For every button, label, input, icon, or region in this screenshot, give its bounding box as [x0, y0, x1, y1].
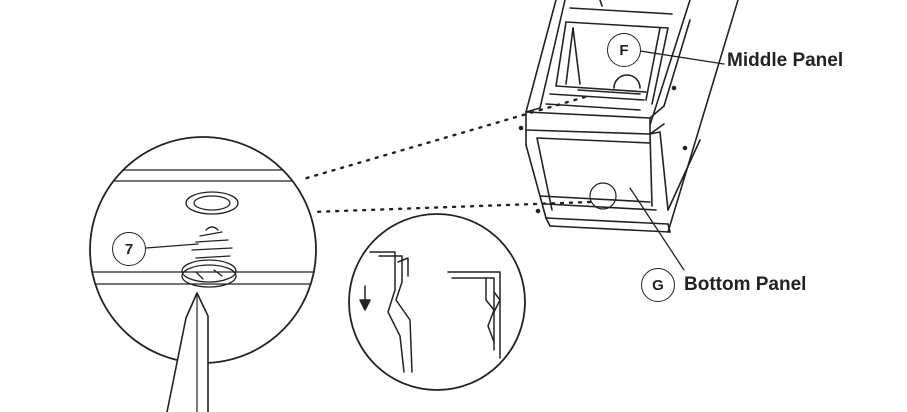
- screw-leader: [145, 243, 199, 249]
- screw-detail-circle: [89, 136, 317, 412]
- bottom-panel-leader: [629, 187, 685, 271]
- callout-f: F: [607, 33, 641, 67]
- cabinet-drawing: [518, 0, 739, 233]
- callout-g: G: [641, 268, 675, 302]
- middle-panel-leader: [633, 49, 725, 65]
- clip-detail-circle: [348, 213, 526, 391]
- callout-screw-7: 7: [112, 232, 146, 266]
- bottom-panel-label: Bottom Panel: [684, 274, 807, 295]
- projection-lines: [298, 95, 592, 214]
- middle-panel-label: Middle Panel: [727, 50, 844, 71]
